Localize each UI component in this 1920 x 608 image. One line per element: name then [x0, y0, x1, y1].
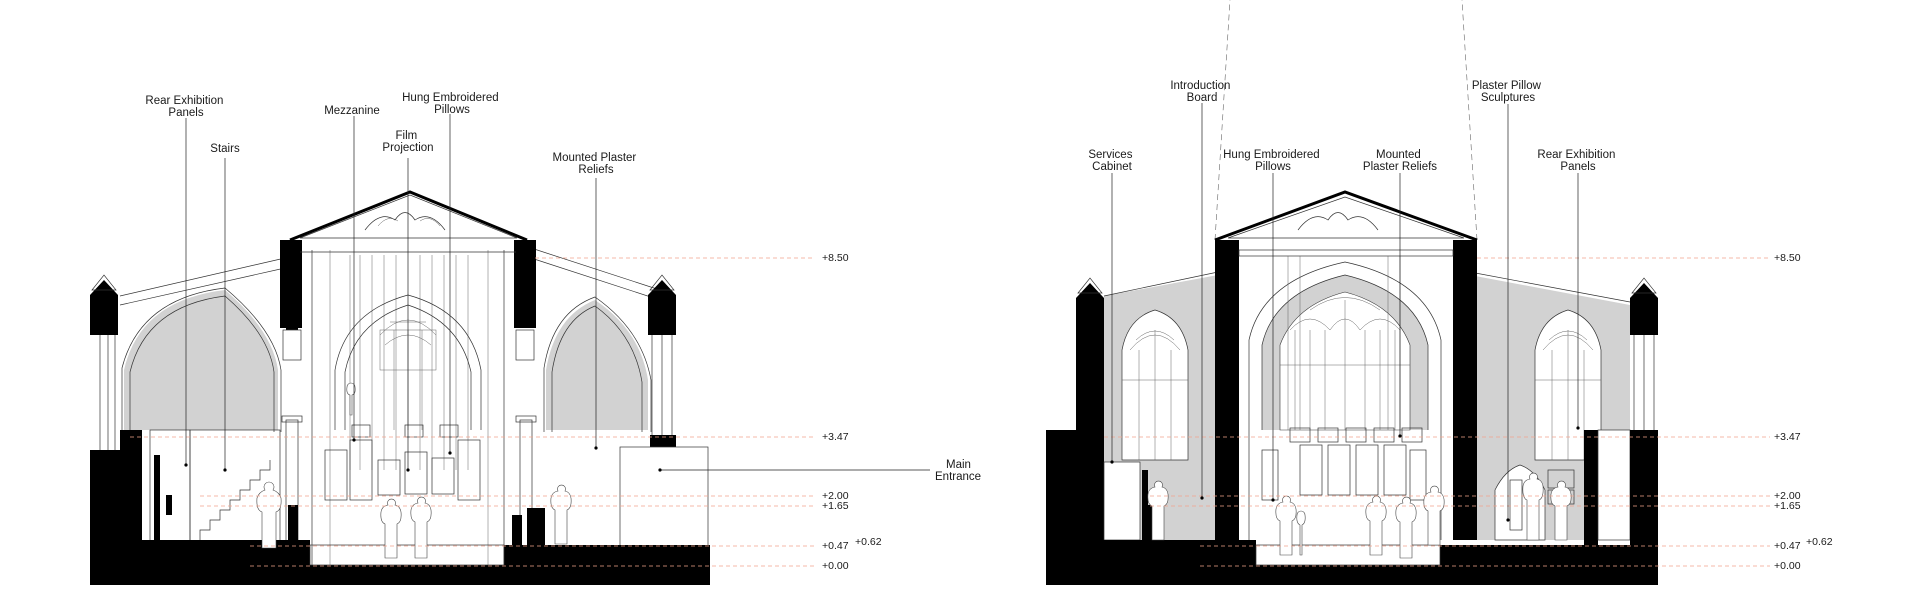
level-right-0-47: +0.47 — [1774, 540, 1801, 552]
level-left-0-00: +0.00 — [822, 560, 849, 572]
right-section-drawing: Introduction Board Services Cabinet Hung… — [1046, 0, 1833, 585]
label-main-entrance: Main Entrance — [935, 459, 981, 483]
level-right-8-50: +8.50 — [1774, 252, 1801, 264]
label-hung-embroidered-pillows-left: Hung Embroidered Pillows — [402, 92, 502, 116]
label-introduction-board: Introduction Board — [1170, 80, 1233, 104]
label-mounted-plaster-reliefs-left: Mounted Plaster Reliefs — [553, 152, 640, 176]
level-right-0-00: +0.00 — [1774, 560, 1801, 572]
left-people — [256, 382, 572, 559]
level-right-3-47: +3.47 — [1774, 431, 1801, 443]
level-left-8-50: +8.50 — [822, 252, 849, 264]
level-right-2-00: +2.00 — [1774, 490, 1801, 502]
level-left-0-47: +0.47 — [822, 540, 849, 552]
level-left-3-47: +3.47 — [822, 431, 849, 443]
level-right-1-65: +1.65 — [1774, 500, 1801, 512]
label-services-cabinet: Services Cabinet — [1088, 149, 1135, 173]
level-left-1-65: +1.65 — [822, 500, 849, 512]
label-film-projection: Film Projection — [382, 130, 433, 154]
label-stairs: Stairs — [210, 143, 240, 155]
left-section-drawing: Rear Exhibition Panels Stairs Mezzanine … — [90, 92, 981, 585]
label-mounted-plaster-reliefs-right: Mounted Plaster Reliefs — [1363, 149, 1437, 173]
level-left-0-62: +0.62 — [855, 536, 882, 548]
right-people — [1147, 472, 1572, 559]
label-hung-embroidered-pillows-right: Hung Embroidered Pillows — [1223, 149, 1323, 173]
level-right-0-62: +0.62 — [1806, 536, 1833, 548]
label-plaster-pillow-sculptures: Plaster Pillow Sculptures — [1472, 80, 1544, 104]
level-left-2-00: +2.00 — [822, 490, 849, 502]
label-rear-exhibition-panels-right: Rear Exhibition Panels — [1537, 149, 1618, 173]
label-mezzanine: Mezzanine — [324, 105, 380, 117]
label-rear-exhibition-panels-left: Rear Exhibition Panels — [145, 95, 226, 119]
